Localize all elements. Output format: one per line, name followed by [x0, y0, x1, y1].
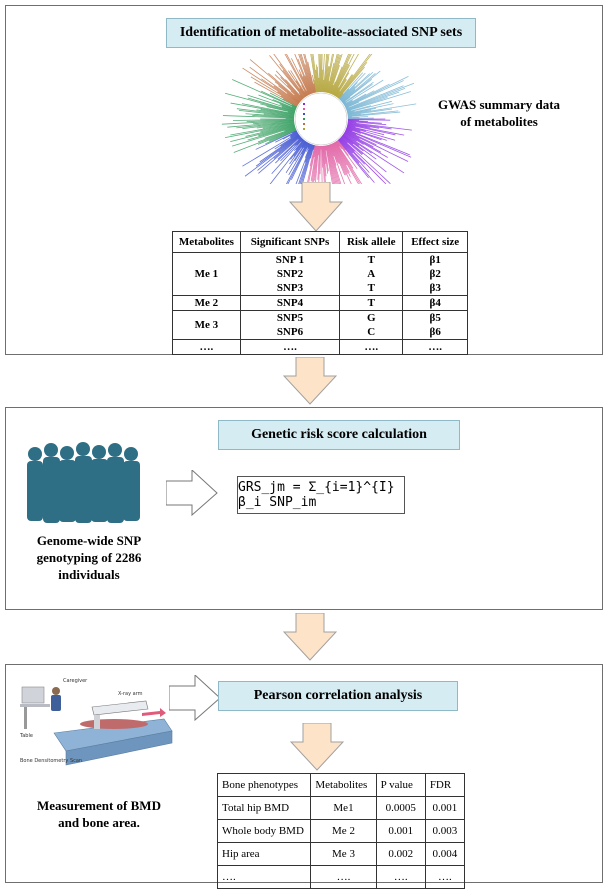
corr-cell: Whole body BMD: [218, 820, 311, 843]
snp-cell: SNP2: [240, 267, 339, 281]
grs-formula-text: GRS_jm = Σ_{i=1}^{I} β_i SNP_im: [238, 480, 404, 510]
allele-cell: ….: [340, 340, 403, 355]
panel-grs-calculation: Genetic risk score calculation Genome-wi…: [5, 407, 603, 610]
allele-cell: C: [340, 325, 403, 340]
gwas-label-line1: GWAS summary data: [424, 96, 574, 113]
bmd-measurement-label: Measurement of BMD and bone area.: [14, 797, 184, 831]
panel2-title: Genetic risk score calculation: [218, 420, 460, 450]
corr-cell: ….: [311, 866, 376, 889]
people-silhouette-icon: [21, 440, 146, 525]
corr-table-header: P value: [376, 774, 425, 797]
corr-cell: 0.001: [376, 820, 425, 843]
genotyping-label-line1: Genome-wide SNP: [14, 532, 164, 549]
table-row: Whole body BMD Me 2 0.001 0.003: [218, 820, 465, 843]
snp-table-header: Effect size: [403, 232, 468, 253]
corr-cell: Hip area: [218, 843, 311, 866]
photo-label-xray-arm: X-ray arm: [118, 691, 143, 697]
table-row: Me 1 SNP 1 T β1: [173, 253, 468, 268]
effect-cell: β4: [403, 296, 468, 311]
photo-label-table: Table: [19, 733, 33, 739]
allele-cell: T: [340, 281, 403, 296]
snp-table-header: Risk allele: [340, 232, 403, 253]
panel-snp-identification: Identification of metabolite-associated …: [5, 5, 603, 355]
effect-cell: β2: [403, 267, 468, 281]
allele-cell: T: [340, 296, 403, 311]
gwas-label-line2: of metabolites: [424, 113, 574, 130]
corr-table-header: Metabolites: [311, 774, 376, 797]
effect-cell: β1: [403, 253, 468, 268]
metabolite-cell: Me 1: [173, 253, 241, 296]
down-arrow-2: [283, 357, 337, 405]
gwas-label: GWAS summary data of metabolites: [424, 96, 574, 130]
snp-cell: SNP4: [240, 296, 339, 311]
allele-cell: A: [340, 267, 403, 281]
right-arrow-1: [166, 470, 218, 516]
snp-table-header: Significant SNPs: [240, 232, 339, 253]
bone-densitometry-scan-image: Caregiver X-ray arm Table Bone Densitome…: [14, 671, 174, 766]
table-row: Me 2 SNP4 T β4: [173, 296, 468, 311]
corr-cell: ….: [376, 866, 425, 889]
corr-cell: 0.004: [425, 843, 464, 866]
effect-cell: β6: [403, 325, 468, 340]
right-arrow-2: [169, 675, 221, 721]
metabolite-cell: Me 2: [173, 296, 241, 311]
genotyping-label: Genome-wide SNP genotyping of 2286 indiv…: [14, 532, 164, 583]
table-row: Me 3 SNP5 G β5: [173, 311, 468, 326]
photo-label-caregiver: Caregiver: [63, 678, 88, 684]
snp-cell: SNP5: [240, 311, 339, 326]
metabolite-cell: Me 3: [173, 311, 241, 340]
snp-cell: ….: [240, 340, 339, 355]
panel1-title: Identification of metabolite-associated …: [166, 18, 476, 48]
corr-cell: 0.001: [425, 797, 464, 820]
corr-cell: Me 2: [311, 820, 376, 843]
table-row: …. …. …. ….: [173, 340, 468, 355]
table-row: Hip area Me 3 0.002 0.004: [218, 843, 465, 866]
down-arrow-4: [290, 723, 344, 771]
allele-cell: G: [340, 311, 403, 326]
genotyping-label-line2: genotyping of 2286: [14, 549, 164, 566]
corr-cell: 0.003: [425, 820, 464, 843]
down-arrow-3: [283, 613, 337, 661]
corr-cell: Me 3: [311, 843, 376, 866]
down-arrow-1: [289, 182, 343, 232]
table-row: Total hip BMD Me1 0.0005 0.001: [218, 797, 465, 820]
corr-table-header: FDR: [425, 774, 464, 797]
panel3-title: Pearson correlation analysis: [218, 681, 458, 711]
effect-cell: β3: [403, 281, 468, 296]
bmd-label-line2: and bone area.: [14, 814, 184, 831]
corr-cell: Total hip BMD: [218, 797, 311, 820]
corr-cell: ….: [218, 866, 311, 889]
effect-cell: β5: [403, 311, 468, 326]
effect-cell: ….: [403, 340, 468, 355]
panel-correlation: Caregiver X-ray arm Table Bone Densitome…: [5, 664, 603, 883]
bmd-label-line1: Measurement of BMD: [14, 797, 184, 814]
genotyping-label-line3: individuals: [14, 566, 164, 583]
allele-cell: T: [340, 253, 403, 268]
snp-cell: SNP 1: [240, 253, 339, 268]
metabolite-cell: ….: [173, 340, 241, 355]
circular-manhattan-plot: [221, 54, 421, 184]
corr-cell: 0.002: [376, 843, 425, 866]
grs-formula: GRS_jm = Σ_{i=1}^{I} β_i SNP_im: [237, 476, 405, 514]
snp-table-header: Metabolites: [173, 232, 241, 253]
photo-label-scan: Bone Densitometry Scan: [20, 758, 82, 764]
table-row: …. …. …. ….: [218, 866, 465, 889]
corr-cell: Me1: [311, 797, 376, 820]
correlation-table: Bone phenotypes Metabolites P value FDR …: [217, 773, 465, 889]
snp-cell: SNP6: [240, 325, 339, 340]
snp-cell: SNP3: [240, 281, 339, 296]
corr-cell: 0.0005: [376, 797, 425, 820]
corr-table-header: Bone phenotypes: [218, 774, 311, 797]
corr-cell: ….: [425, 866, 464, 889]
snp-table: Metabolites Significant SNPs Risk allele…: [172, 231, 468, 355]
